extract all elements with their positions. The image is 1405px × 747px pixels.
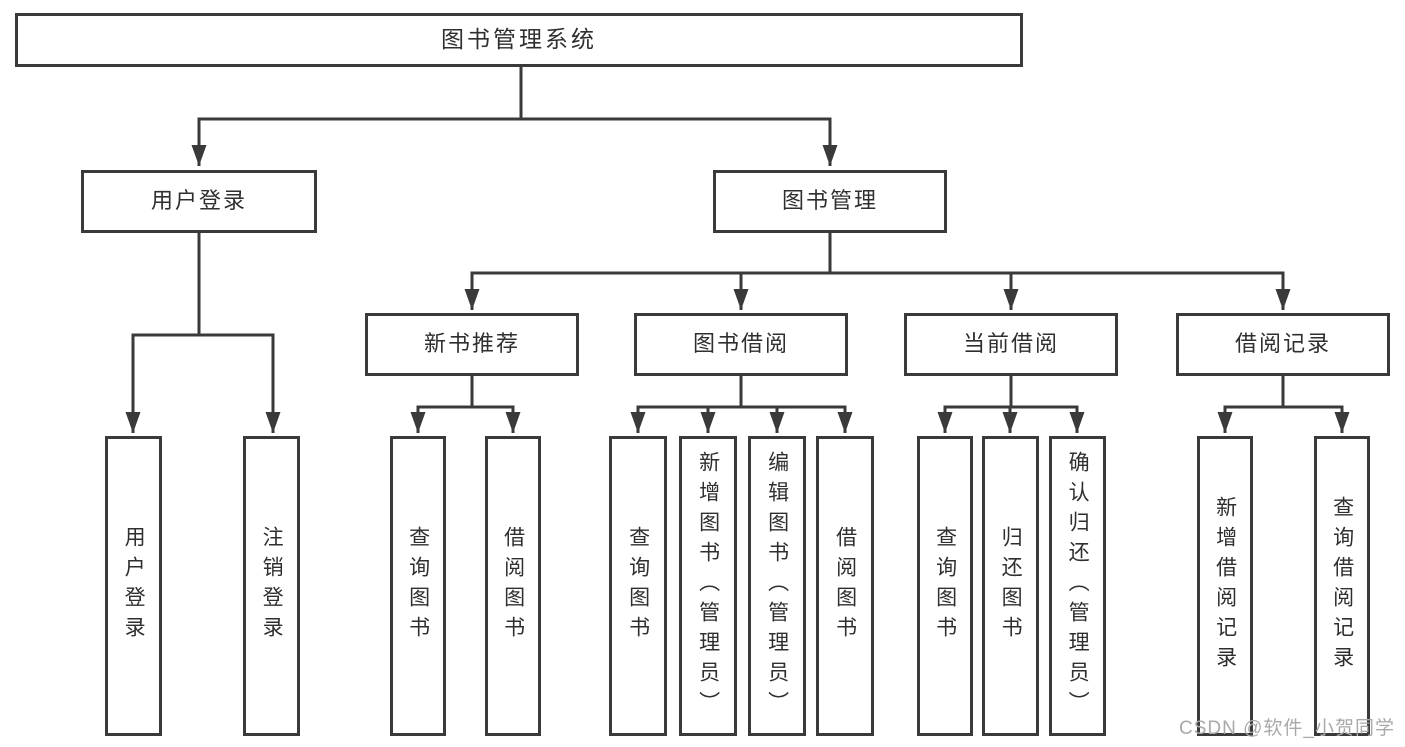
leaf-borrow-books-recommend: 借阅图书 <box>485 436 541 736</box>
csdn-watermark: CSDN @软件_小贺同学 <box>1179 718 1395 739</box>
leaf-logout-login: 注销登录 <box>243 436 300 736</box>
node-book-management-system: 图书管理系统 <box>15 13 1023 67</box>
connector-book-borrowing-children <box>630 376 853 433</box>
connector-book-management-children <box>464 233 1291 310</box>
node-user-login: 用户登录 <box>81 170 317 233</box>
leaf-query-books-current: 查询图书 <box>917 436 973 736</box>
connector-current-borrowing-children <box>937 376 1085 433</box>
leaf-return-books: 归还图书 <box>982 436 1039 736</box>
leaf-confirm-return-admin: 确认归还（管理员） <box>1049 436 1106 736</box>
leaf-borrow-books-borrowing: 借阅图书 <box>816 436 874 736</box>
leaf-add-books-admin: 新增图书（管理员） <box>679 436 737 736</box>
node-current-borrowing: 当前借阅 <box>904 313 1118 376</box>
leaf-user-login: 用户登录 <box>105 436 162 736</box>
connector-root-to-level2 <box>191 66 838 166</box>
node-new-book-recommend: 新书推荐 <box>365 313 579 376</box>
connector-borrowing-records-children <box>1217 376 1350 433</box>
connector-new-book-recommend-children <box>410 376 521 433</box>
node-book-management: 图书管理 <box>713 170 947 233</box>
node-borrowing-records: 借阅记录 <box>1176 313 1390 376</box>
leaf-add-borrow-record: 新增借阅记录 <box>1197 436 1253 736</box>
leaf-edit-books-admin: 编辑图书（管理员） <box>748 436 806 736</box>
node-book-borrowing: 图书借阅 <box>634 313 848 376</box>
connector-user-login-children <box>125 233 281 433</box>
leaf-query-books-recommend: 查询图书 <box>390 436 446 736</box>
leaf-query-books-borrowing: 查询图书 <box>609 436 667 736</box>
leaf-query-borrow-record: 查询借阅记录 <box>1314 436 1370 736</box>
